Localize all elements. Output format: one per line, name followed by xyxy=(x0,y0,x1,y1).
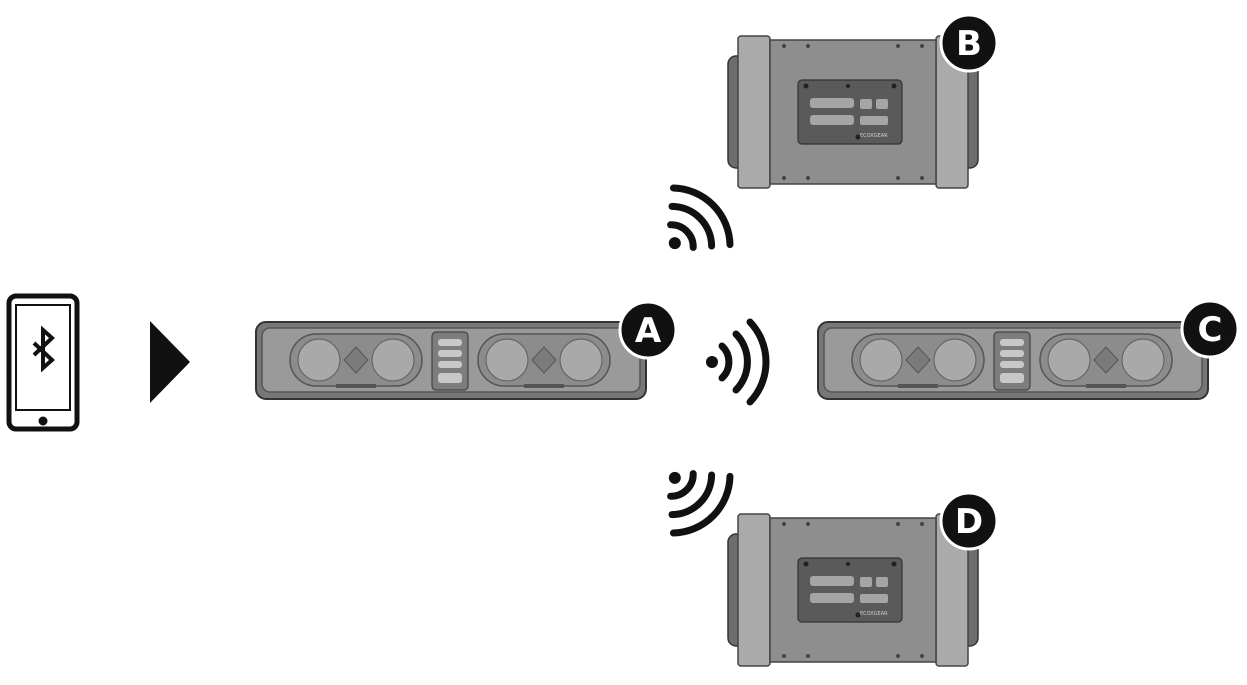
brand-text-b: ECOXGEAR xyxy=(860,133,888,139)
badge-c-label: C xyxy=(1198,310,1223,350)
badge-b: B xyxy=(939,13,999,73)
badge-a: A xyxy=(618,300,678,360)
device-c-soundbar xyxy=(817,321,1209,400)
brand-text-d: ECOXGEAR xyxy=(860,611,888,617)
phone xyxy=(6,293,80,432)
device-b-amplifier xyxy=(727,35,979,189)
device-d-amplifier xyxy=(727,513,979,667)
badge-a-label: A xyxy=(635,311,662,351)
badge-d: D xyxy=(939,491,999,551)
wireless-signal-icon xyxy=(642,177,741,276)
device-a-soundbar xyxy=(255,321,647,400)
wireless-signal-icon xyxy=(642,445,741,544)
badge-c: C xyxy=(1180,299,1240,359)
play-arrow-icon xyxy=(150,321,190,403)
wireless-signal-icon xyxy=(706,322,766,402)
bluetooth-icon xyxy=(32,325,55,373)
badge-d-label: D xyxy=(955,502,983,542)
badge-b-label: B xyxy=(956,24,982,64)
